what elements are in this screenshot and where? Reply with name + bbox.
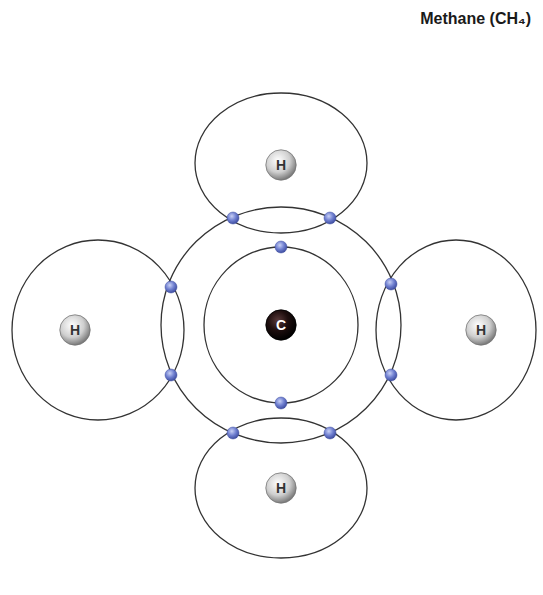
electron: [385, 369, 397, 381]
hydrogen-shell: [195, 93, 367, 233]
electron: [385, 278, 397, 290]
electron: [227, 427, 239, 439]
shell-lines: [12, 93, 536, 558]
atom-sphere: [466, 315, 496, 345]
atom-sphere: [266, 150, 296, 180]
hydrogen-atom: H: [265, 472, 297, 504]
atom-symbol: H: [276, 157, 286, 173]
carbon-inner-shell: [204, 247, 358, 403]
hydrogen-atom: H: [265, 149, 297, 181]
carbon-outer-shell: [161, 207, 401, 443]
atom-symbol: H: [476, 322, 486, 338]
electrons: [165, 212, 397, 439]
electron: [165, 281, 177, 293]
hydrogen-shell: [12, 240, 184, 420]
atom-sphere: [60, 315, 90, 345]
atom-sphere: [266, 310, 296, 340]
hydrogen-atom: H: [59, 314, 91, 346]
electron: [227, 212, 239, 224]
atom-symbol: C: [276, 317, 286, 333]
hydrogen-atom: H: [465, 314, 497, 346]
carbon-atom: C: [265, 309, 297, 341]
diagram-title: Methane (CH₄): [420, 10, 531, 28]
electron: [275, 397, 287, 409]
atom-sphere: [266, 473, 296, 503]
hydrogen-shell: [195, 418, 367, 558]
hydrogen-shell: [376, 240, 536, 420]
atom-symbol: H: [70, 322, 80, 338]
electron: [275, 241, 287, 253]
electron: [324, 427, 336, 439]
atom-symbol: H: [276, 480, 286, 496]
electron: [165, 369, 177, 381]
electron: [324, 212, 336, 224]
